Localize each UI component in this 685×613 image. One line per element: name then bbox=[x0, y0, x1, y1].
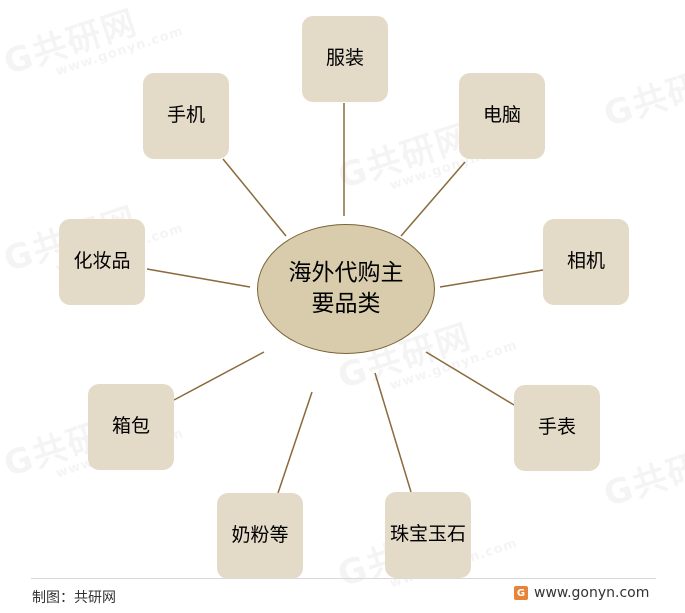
source-credit: 制图：共研网 bbox=[32, 590, 116, 606]
category-node-watch: 手表 bbox=[514, 385, 600, 471]
connector-line bbox=[173, 351, 265, 401]
logo-icon: G bbox=[514, 586, 528, 600]
category-node-milk-powder: 奶粉等 bbox=[217, 493, 303, 579]
connector-line bbox=[146, 268, 251, 288]
connector-line bbox=[439, 269, 544, 288]
category-node-camera: 相机 bbox=[543, 219, 629, 305]
category-node-luggage: 箱包 bbox=[88, 384, 174, 470]
website-credit: G www.gonyn.com bbox=[514, 585, 649, 601]
connector-line bbox=[374, 372, 412, 493]
center-hub: 海外代购主要品类 bbox=[257, 224, 435, 354]
connector-line bbox=[400, 161, 466, 237]
category-node-clothing: 服装 bbox=[302, 16, 388, 102]
category-node-jewelry: 珠宝玉石 bbox=[385, 492, 471, 578]
category-node-computer: 电脑 bbox=[459, 73, 545, 159]
category-node-phone: 手机 bbox=[143, 73, 229, 159]
connector-line bbox=[425, 351, 515, 406]
category-node-cosmetics: 化妆品 bbox=[59, 219, 145, 305]
website-url: www.gonyn.com bbox=[534, 585, 650, 601]
connector-line bbox=[222, 158, 287, 237]
footer-divider bbox=[31, 578, 656, 579]
connector-line bbox=[277, 391, 313, 494]
